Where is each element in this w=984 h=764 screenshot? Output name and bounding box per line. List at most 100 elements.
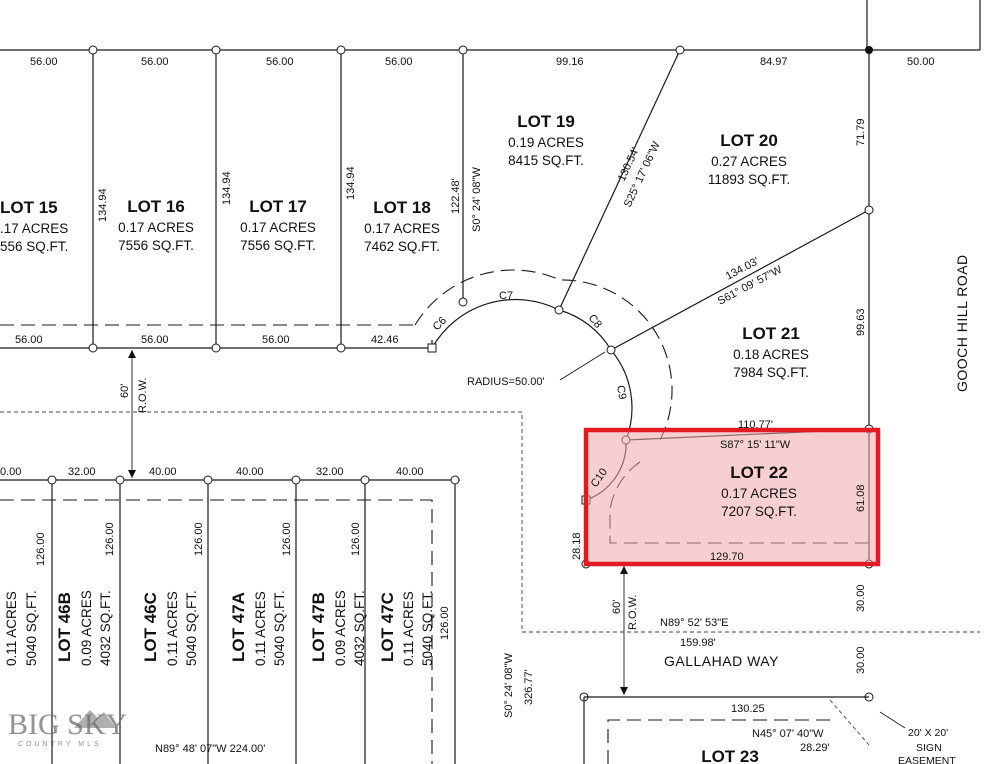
bottom-bearing: N89° 48' 07"W 224.00' [155,743,265,755]
lot15-title: LOT 15 [0,198,58,217]
lot46a-sqft: 5040 SQ.FT. [24,590,39,666]
dim-top-1: 56.00 [141,56,169,68]
lot16-acres: 0.17 ACRES [118,220,194,235]
curve-c7: C7 [499,290,513,302]
row-label-upper: R.O.W. [137,378,149,413]
lot23-label: LOT 23 [701,747,759,764]
lot47c-label: LOT 47C 0.11 ACRES 5040 SQ.FT. [378,590,435,666]
lot46a-acres: 0.11 ACRES [4,591,19,666]
lower-widths: 0.00 32.00 40.00 40.00 32.00 40.00 [0,466,424,478]
lower-width-5: 40.00 [396,466,424,478]
lot46b-title: LOT 46B [55,592,74,662]
lot17-title: LOT 17 [249,197,307,216]
lot47a-label: LOT 47A 0.11 ACRES 5040 SQ.FT. [229,590,287,666]
dim-top-4: 99.16 [556,56,584,68]
lot18-acres: 0.17 ACRES [364,221,440,236]
lot15-label: LOT 15 .17 ACRES 556 SQ.FT. [0,198,68,254]
lot20-label: LOT 20 0.27 ACRES 11893 SQ.FT. [708,131,790,187]
lot19-sqft: 8415 SQ.FT. [508,153,584,168]
lot21-sqft: 7984 SQ.FT. [733,365,809,380]
lot23-top: 130.25 [731,703,765,715]
lot47c-depth: 126.00 [439,606,451,640]
lot46c-sqft: 5040 SQ.FT. [184,590,199,666]
mountain-icon [74,710,116,728]
lot17-acres: 0.17 ACRES [240,220,316,235]
lower-width-4: 32.00 [316,466,344,478]
lot47c-title: LOT 47C [378,592,397,662]
lot47c-sqft: 5040 SQ.FT. [420,590,435,666]
gallahad-way-label: GALLAHAD WAY [664,653,779,669]
dim-lot18-bearing: S0° 24' 08"W [471,167,483,232]
lower-width-1: 32.00 [68,466,96,478]
lot18-sqft: 7462 SQ.FT. [364,239,440,254]
lot47b-title: LOT 47B [309,592,328,662]
lower-depths: 126.00 126.00 126.00 126.00 126.00 126.0… [35,522,451,640]
mid-dimensions: 56.00 56.00 56.00 42.46 [15,334,399,346]
lot15-sqft: 556 SQ.FT. [0,239,68,254]
lot47b-sqft: 4032 SQ.FT. [352,590,367,666]
dim-top-6: 50.00 [907,56,935,68]
row-labels: 60' R.O.W. 60' R.O.W. [119,378,639,630]
west-bearing: S0° 24' 08"W [503,653,515,718]
lot19-title: LOT 19 [517,112,575,131]
dim-mid-2: 56.00 [262,334,290,346]
lot16-sqft: 7556 SQ.FT. [118,238,194,253]
row-east-2: 30.00 [855,646,867,674]
lot22-title: LOT 22 [730,463,788,482]
lot19-label: LOT 19 0.19 ACRES 8415 SQ.FT. [508,112,584,168]
dim-mid-0: 56.00 [15,334,43,346]
dim-lot20-side: 71.79 [855,118,867,146]
lot16-title: LOT 16 [127,197,185,216]
dim-lot21-side: 99.63 [855,308,867,336]
row-label-lower: R.O.W. [627,595,639,630]
lot46b-label: LOT 46B 0.09 ACRES 4032 SQ.FT. [55,590,113,666]
lot21-label: LOT 21 0.18 ACRES 7984 SQ.FT. [733,324,809,380]
gallahad-dimensions: N89° 52' 53"E 159.98' 30.00 30.00 S0° 24… [155,584,867,755]
lower-depth-0: 126.00 [35,532,47,566]
lot46b-sqft: 4032 SQ.FT. [98,590,113,666]
dim-top-2: 56.00 [266,56,294,68]
lot20-title: LOT 20 [720,131,778,150]
dim-top-3: 56.00 [385,56,413,68]
lot22-acres: 0.17 ACRES [721,486,797,501]
lot23-lines [583,696,906,764]
easement-line1: 20' X 20' [908,727,948,739]
dim-mid-3: 42.46 [371,334,399,346]
lower-depth-2: 126.00 [193,522,205,556]
easement-note: 20' X 20' SIGN EASEMENT [898,727,956,764]
dim-lot21-22-dist: 110.77' [738,419,773,431]
lot22-label: LOT 22 0.17 ACRES 7207 SQ.FT. [721,463,797,519]
easement-line2: SIGN [916,742,942,754]
lot47a-sqft: 5040 SQ.FT. [272,590,287,666]
gooch-hill-road-label: GOOCH HILL ROAD [954,254,970,392]
lot22-highlight-border [583,427,881,567]
easement-dist: 28.29' [800,742,830,754]
row-east-1: 30.00 [855,584,867,612]
lot47a-title: LOT 47A [229,592,248,662]
lower-width-2: 40.00 [149,466,177,478]
lot19-acres: 0.19 ACRES [508,135,584,150]
top-dimensions: 56.00 56.00 56.00 56.00 99.16 84.97 50.0… [30,56,935,68]
lot21-acres: 0.18 ACRES [733,347,809,362]
lot47a-acres: 0.11 ACRES [253,591,268,666]
lot22-highlight [586,430,878,564]
lot46c-acres: 0.11 ACRES [165,591,180,666]
lot46c-label: LOT 46C 0.11 ACRES 5040 SQ.FT. [141,590,199,666]
big-sky-watermark: BIG SKY COUNTRY MLS [8,708,127,748]
west-dist: 326.77' [523,669,535,705]
lot16-label: LOT 16 0.17 ACRES 7556 SQ.FT. [118,197,194,253]
curve-c8: C8 [586,312,604,330]
curve-c6: C6 [431,315,449,333]
lot15-acres: .17 ACRES [0,221,68,236]
lower-depth-4: 126.00 [350,522,362,556]
lot47c-acres: 0.11 ACRES [401,591,416,666]
lower-width-0: 0.00 [0,466,21,478]
lot18-label: LOT 18 0.17 ACRES 7462 SQ.FT. [364,198,440,254]
lower-depth-3: 126.00 [281,522,293,556]
dim-top-5: 84.97 [760,56,788,68]
lot20-sqft: 11893 SQ.FT. [708,172,790,187]
dim-top-0: 56.00 [30,56,58,68]
lot47b-label: LOT 47B 0.09 ACRES 4032 SQ.FT. [309,590,367,666]
dim-depth-3: 134.94 [345,166,357,200]
dim-lot22-bottom: 129.70 [710,551,744,563]
